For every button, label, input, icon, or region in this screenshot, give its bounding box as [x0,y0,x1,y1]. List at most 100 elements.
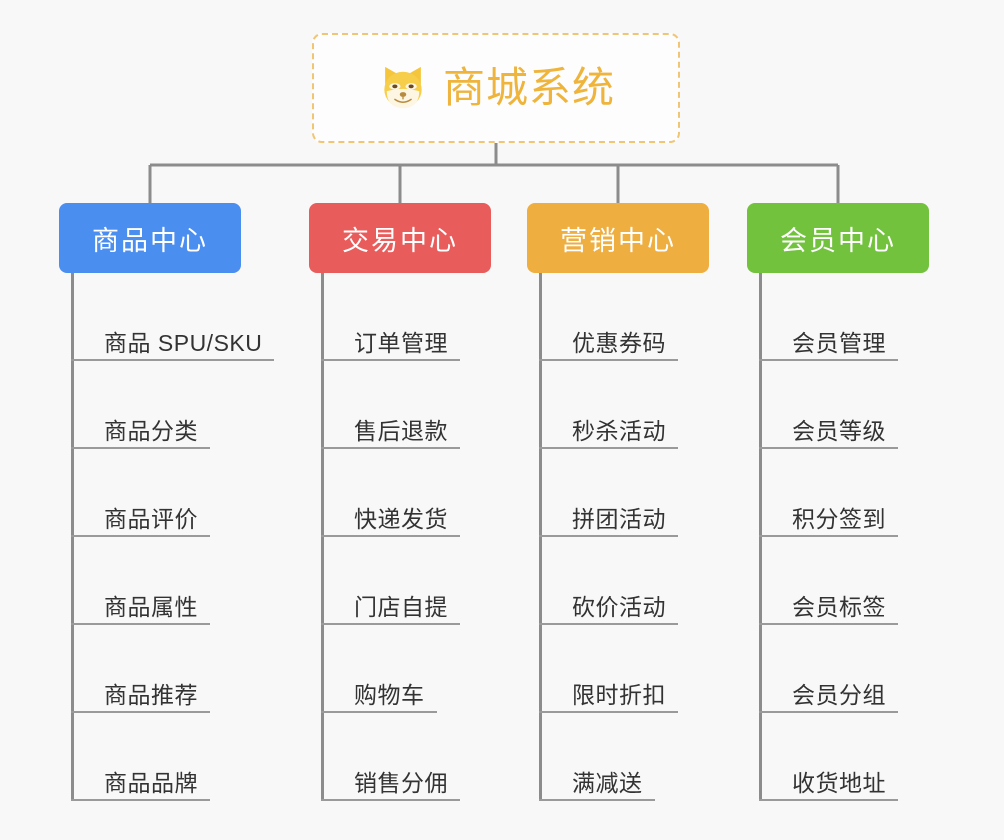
leaf-node-underline [321,447,460,449]
leaf-list-product-center: 商品 SPU/SKU 商品分类商品评价商品属性商品推荐商品品牌 [71,273,301,801]
leaf-node-row[interactable]: 积分签到 [759,449,989,537]
leaf-node-row[interactable]: 商品推荐 [71,625,301,713]
leaf-node[interactable]: 购物车 [321,625,551,713]
category-header-member-center[interactable]: 会员中心 [747,203,929,273]
leaf-node-underline [71,799,210,801]
leaf-node-row[interactable]: 商品属性 [71,537,301,625]
leaf-node-row[interactable]: 订单管理 [321,273,551,361]
category-header-product-center[interactable]: 商品中心 [59,203,241,273]
category-column-trade-center: 交易中心 [309,203,491,273]
leaf-node[interactable]: 限时折扣 [539,625,769,713]
leaf-node-label: 拼团活动 [572,505,666,532]
leaf-list-trade-center: 订单管理售后退款快递发货门店自提购物车销售分佣 [321,273,551,801]
leaf-node[interactable]: 商品 SPU/SKU [71,273,301,361]
leaf-node-underline [759,623,898,625]
leaf-list-marketing-center: 优惠券码秒杀活动拼团活动砍价活动限时折扣满减送 [539,273,769,801]
leaf-node-underline [759,535,898,537]
branch-spine-trade-center [321,273,324,801]
leaf-node[interactable]: 会员标签 [759,537,989,625]
leaf-node-label: 收货地址 [792,769,886,796]
leaf-node-label: 会员分组 [792,681,886,708]
leaf-node-underline [759,359,898,361]
leaf-node-underline [71,711,210,713]
leaf-node-label: 门店自提 [354,593,448,620]
leaf-node-underline [539,535,678,537]
leaf-node[interactable]: 订单管理 [321,273,551,361]
root-node[interactable]: 商城系统 [312,33,680,143]
leaf-node-label: 商品品牌 [104,769,198,796]
leaf-node-row[interactable]: 会员分组 [759,625,989,713]
category-column-product-center: 商品中心 [59,203,241,273]
leaf-node[interactable]: 会员等级 [759,361,989,449]
leaf-node-row[interactable]: 购物车 [321,625,551,713]
branch-spine-product-center [71,273,74,801]
leaf-node-underline [71,447,210,449]
leaf-node[interactable]: 秒杀活动 [539,361,769,449]
leaf-node[interactable]: 会员分组 [759,625,989,713]
leaf-node-row[interactable]: 商品品牌 [71,713,301,801]
leaf-node-row[interactable]: 商品分类 [71,361,301,449]
root-title: 商城系统 [442,64,615,111]
leaf-node-label: 积分签到 [792,505,886,532]
leaf-node[interactable]: 商品分类 [71,361,301,449]
leaf-node-row[interactable]: 满减送 [539,713,769,801]
leaf-node[interactable]: 商品推荐 [71,625,301,713]
category-header-marketing-center[interactable]: 营销中心 [527,203,709,273]
leaf-node-underline [71,359,274,361]
leaf-node[interactable]: 商品属性 [71,537,301,625]
leaf-node-label: 订单管理 [354,329,448,356]
leaf-node[interactable]: 会员管理 [759,273,989,361]
leaf-node-label: 售后退款 [354,417,448,444]
leaf-node[interactable]: 优惠券码 [539,273,769,361]
leaf-node-row[interactable]: 限时折扣 [539,625,769,713]
leaf-node-row[interactable]: 秒杀活动 [539,361,769,449]
shiba-dog-face-icon [377,62,429,114]
leaf-node-underline [759,711,898,713]
leaf-node-label: 商品属性 [104,593,198,620]
leaf-node-row[interactable]: 会员等级 [759,361,989,449]
leaf-node[interactable]: 积分签到 [759,449,989,537]
leaf-node-underline [759,799,898,801]
leaf-node-row[interactable]: 售后退款 [321,361,551,449]
leaf-node-row[interactable]: 销售分佣 [321,713,551,801]
leaf-node-row[interactable]: 会员标签 [759,537,989,625]
leaf-node-label: 优惠券码 [572,329,666,356]
leaf-node-label: 商品评价 [104,505,198,532]
leaf-node[interactable]: 商品评价 [71,449,301,537]
category-column-marketing-center: 营销中心 [527,203,709,273]
leaf-node-underline [321,535,460,537]
leaf-node-label: 销售分佣 [354,769,448,796]
leaf-node[interactable]: 售后退款 [321,361,551,449]
leaf-node-row[interactable]: 拼团活动 [539,449,769,537]
leaf-node-row[interactable]: 收货地址 [759,713,989,801]
leaf-node-row[interactable]: 砍价活动 [539,537,769,625]
leaf-node[interactable]: 快递发货 [321,449,551,537]
leaf-node-label: 会员等级 [792,417,886,444]
leaf-node-underline [539,359,678,361]
leaf-node-label: 快递发货 [354,505,448,532]
leaf-node-underline [321,359,460,361]
leaf-node[interactable]: 拼团活动 [539,449,769,537]
category-header-trade-center[interactable]: 交易中心 [309,203,491,273]
leaf-node-label: 商品分类 [104,417,198,444]
leaf-node[interactable]: 商品品牌 [71,713,301,801]
leaf-node-label: 商品 SPU/SKU [104,329,263,356]
leaf-node-row[interactable]: 快递发货 [321,449,551,537]
leaf-node[interactable]: 销售分佣 [321,713,551,801]
leaf-node-underline [539,623,678,625]
leaf-node[interactable]: 门店自提 [321,537,551,625]
leaf-node[interactable]: 砍价活动 [539,537,769,625]
leaf-node-row[interactable]: 商品 SPU/SKU [71,273,301,361]
leaf-node-row[interactable]: 优惠券码 [539,273,769,361]
leaf-node-row[interactable]: 门店自提 [321,537,551,625]
leaf-node-label: 砍价活动 [572,593,666,620]
leaf-node-label: 会员管理 [792,329,886,356]
leaf-node[interactable]: 收货地址 [759,713,989,801]
leaf-node-underline [539,447,678,449]
leaf-node-label: 秒杀活动 [572,417,666,444]
leaf-node-row[interactable]: 商品评价 [71,449,301,537]
leaf-node-row[interactable]: 会员管理 [759,273,989,361]
branch-spine-marketing-center [539,273,542,801]
leaf-node-underline [321,623,460,625]
leaf-node[interactable]: 满减送 [539,713,769,801]
